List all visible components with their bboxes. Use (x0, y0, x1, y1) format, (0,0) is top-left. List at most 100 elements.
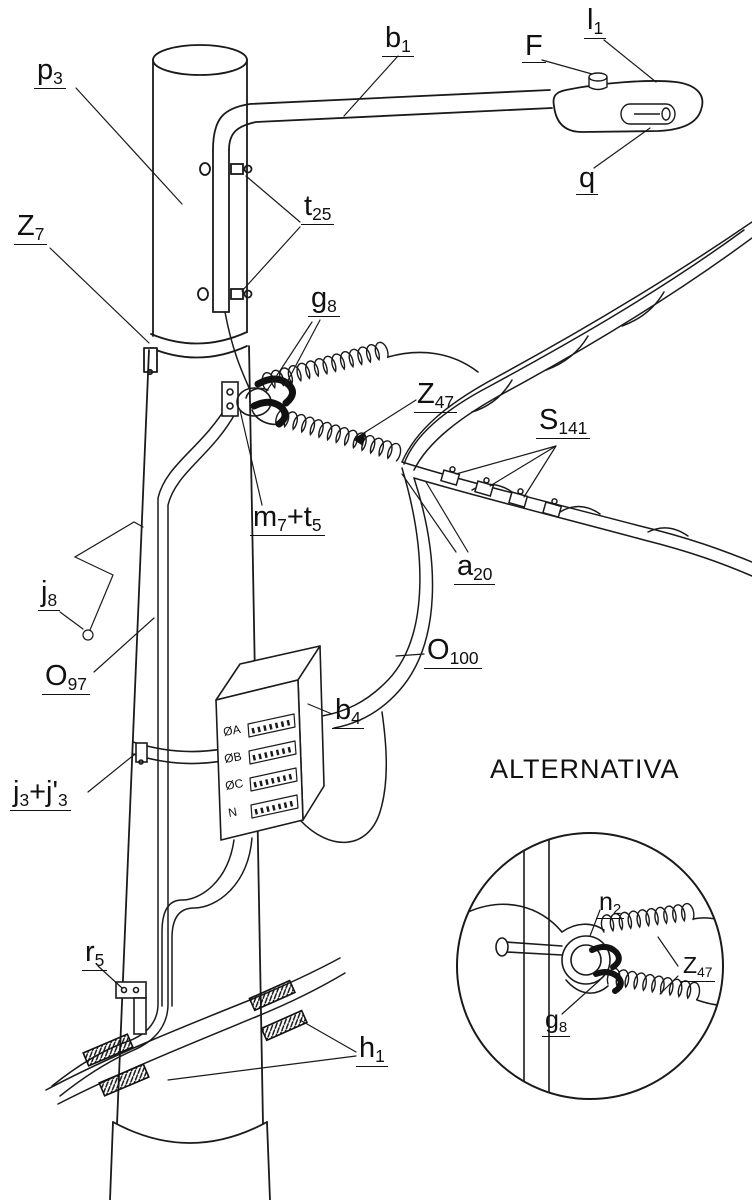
label-m7t5-sub1: 7 (277, 514, 287, 535)
pole-band-z7 (143, 331, 248, 376)
label-l1-text: l (587, 4, 594, 36)
label-t25-text: t (304, 190, 313, 222)
label-h1-sub: 1 (375, 1045, 385, 1066)
label-a20-text: a (457, 550, 474, 582)
connector-h1-right-1 (248, 979, 297, 1012)
label-Z47: Z47 (414, 378, 458, 414)
label-m7t5: m7+t5 (250, 501, 325, 537)
detail-leaders (561, 909, 679, 1015)
label-j8: j8 (38, 576, 61, 612)
through-bolt-t25-upper (199, 162, 253, 176)
label-q: q (576, 162, 599, 195)
label-O97-sub: 97 (67, 673, 87, 694)
detail-spiral-upper (600, 902, 695, 933)
label-j3j3-text2: +j' (29, 776, 59, 808)
label-b1: b1 (382, 24, 414, 58)
bottom-hardware (82, 979, 309, 1097)
label-O97: O97 (42, 660, 90, 696)
through-bolt-t25-lower (197, 287, 253, 301)
label-b4: b4 (332, 694, 364, 730)
eye-bolt-n2 (495, 935, 611, 985)
label-O100-text: O (427, 634, 450, 666)
detail-g8-hook-1 (589, 944, 622, 970)
label-r5-text: r (85, 936, 95, 968)
label-Z47b: Z47 (680, 952, 716, 982)
label-h1: h1 (356, 1032, 388, 1068)
label-m7t5-sub2: 5 (311, 514, 322, 535)
label-g8b-sub: 8 (558, 1019, 568, 1037)
clamp-s141-4 (542, 498, 563, 518)
clamp-s141-3 (508, 488, 529, 508)
alternativa-heading: ALTERNATIVA (490, 754, 680, 784)
label-a20: a20 (454, 550, 496, 586)
terminal-row-label-c: ØC (224, 776, 244, 793)
label-O100: O100 (424, 634, 482, 670)
j8-marker (82, 629, 94, 641)
label-n2: n2 (596, 888, 625, 920)
label-Z47-text: Z (417, 378, 435, 410)
clamp-s141-1 (440, 466, 461, 486)
label-g8-sub: 8 (327, 295, 337, 316)
label-Z47b-text: Z (683, 952, 698, 978)
terminal-row-label-a: ØA (222, 722, 242, 739)
label-j8-text: j (41, 576, 48, 608)
crossarm (197, 89, 553, 313)
label-S141-text: S (539, 404, 559, 436)
label-r5-sub: 5 (94, 949, 105, 970)
label-g8b-text: g (545, 1006, 559, 1034)
label-g8b: g8 (542, 1006, 571, 1038)
label-l1-sub: 1 (593, 17, 604, 38)
label-m7t5-text2: +t (286, 501, 312, 533)
connector-h1-left-2 (98, 1063, 150, 1097)
service-attachment (221, 341, 479, 462)
label-b4-sub: 4 (351, 707, 361, 728)
g8-hook-1 (254, 375, 296, 407)
detail-g8-hook-2 (593, 969, 624, 994)
terminal-box: ØA ØB ØC N (215, 645, 325, 841)
label-S141: S141 (536, 404, 591, 440)
down-conductors (45, 311, 434, 1105)
detail-view (456, 832, 724, 1100)
label-j3j3-text1: j (13, 776, 20, 808)
clamp-s141-2 (474, 477, 495, 497)
label-h1-text: h (359, 1032, 376, 1064)
label-S141-sub: 141 (558, 417, 588, 438)
label-m7t5-text1: m (253, 501, 278, 533)
label-j3j3-sub1: 3 (19, 789, 30, 810)
luminaire (552, 72, 704, 133)
spiral-wrap-upper (261, 341, 389, 391)
label-t25: t25 (301, 190, 335, 226)
label-g8: g8 (308, 284, 340, 318)
label-b4-text: b (335, 694, 352, 726)
label-r5: r5 (82, 936, 108, 972)
bracket-m7-t5 (221, 381, 239, 417)
label-b1-sub: 1 (401, 35, 411, 56)
label-Z7-sub: 7 (34, 223, 45, 244)
label-j3j3-sub2: 3 (58, 789, 68, 810)
label-n2-sub: 2 (612, 901, 622, 919)
label-p3: p3 (34, 56, 66, 90)
label-Z47b-sub: 47 (697, 964, 713, 980)
photocell-F (588, 72, 608, 91)
connector-h1-right-2 (260, 1009, 309, 1042)
label-F: F (522, 32, 546, 63)
label-O97-text: O (45, 660, 68, 692)
terminal-row-label-b: ØB (223, 749, 243, 766)
label-l1: l1 (584, 4, 607, 40)
label-n2-text: n (599, 888, 613, 916)
label-O100-sub: 100 (449, 647, 479, 668)
connector-h1-left-1 (82, 1033, 134, 1067)
spiral-wrap-lower (275, 408, 402, 462)
detail-spiral-lower (606, 967, 701, 1001)
label-Z7-text: Z (17, 210, 35, 242)
label-Z47-sub: 47 (434, 391, 455, 412)
label-q-text: q (579, 162, 596, 194)
ground-zigzag (73, 521, 144, 631)
cable-bundle (401, 221, 752, 577)
label-j3j3: j3+j'3 (10, 776, 71, 812)
lamp-q (620, 103, 676, 125)
label-j8-sub: 8 (47, 589, 58, 610)
label-a20-sub: 20 (473, 563, 493, 584)
